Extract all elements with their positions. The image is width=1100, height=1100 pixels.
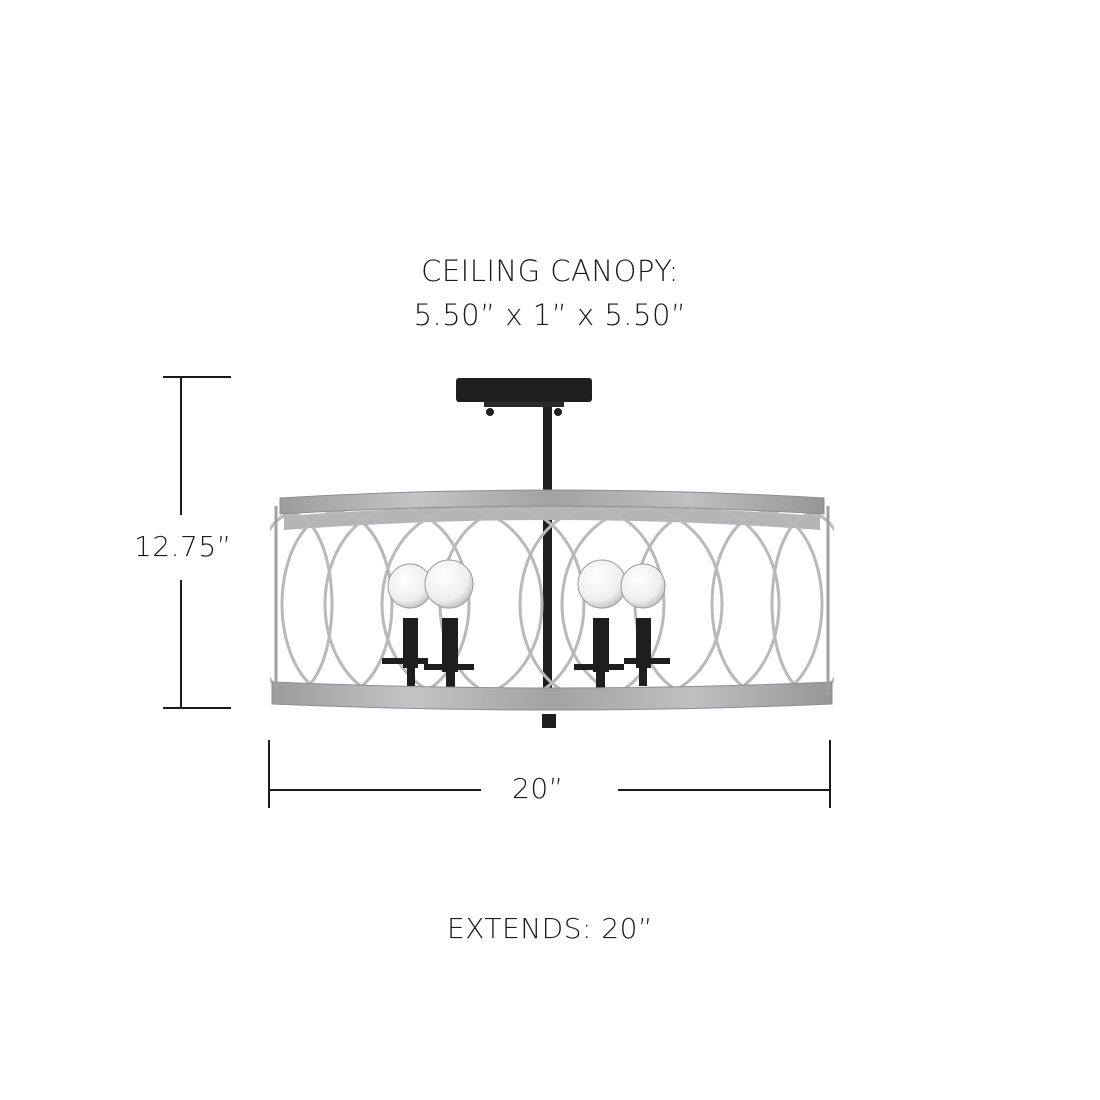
canopy-dimensions: 5.50” x 1” x 5.50” <box>413 298 687 332</box>
width-dimension-line <box>268 740 831 808</box>
height-label: 12.75” <box>134 530 232 563</box>
ceiling-fixture-image <box>270 378 834 728</box>
downrod <box>543 407 552 702</box>
canopy-title: CEILING CANOPY: <box>421 254 679 288</box>
extends-label: EXTENDS: 20” <box>447 912 653 945</box>
bottom-finial <box>542 714 556 728</box>
canopy-plate <box>456 378 592 416</box>
bulbs <box>387 559 666 609</box>
width-label: 20” <box>512 772 564 805</box>
height-dimension-line <box>163 376 231 709</box>
